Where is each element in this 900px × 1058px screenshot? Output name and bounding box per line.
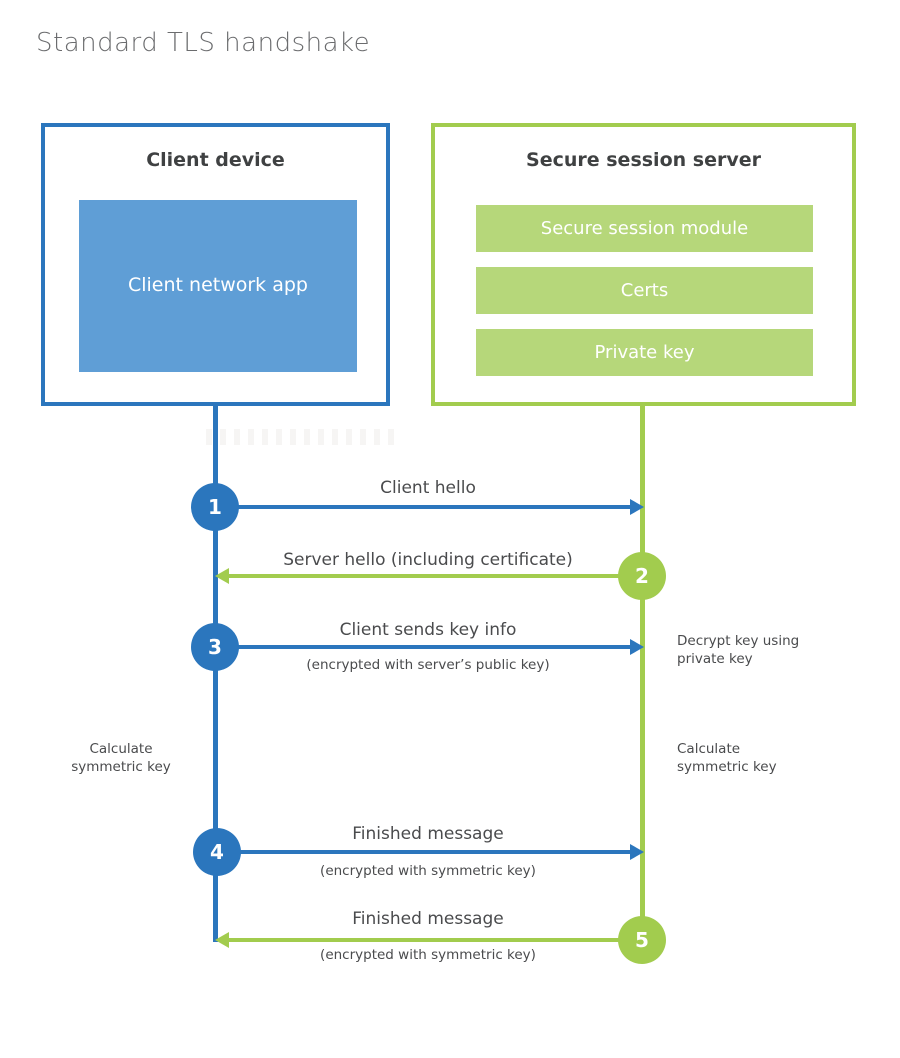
step-badge-2: 2 <box>618 552 666 600</box>
page-title: Standard TLS handshake <box>36 28 371 58</box>
msg3-arrow <box>215 645 632 649</box>
note-decrypt-key: Decrypt key using private key <box>677 632 799 668</box>
server-lifeline <box>640 405 645 940</box>
secure-session-server-title: Secure session server <box>526 149 761 171</box>
msg3-arrowhead-icon <box>630 639 644 655</box>
msg1-label: Client hello <box>380 478 476 498</box>
note-calc-symmetric-left: Calculate symmetric key <box>46 740 196 776</box>
msg5-label: Finished message <box>352 909 504 929</box>
msg5-arrow <box>227 938 642 942</box>
msg3-label: Client sends key info <box>339 620 517 640</box>
msg3-sublabel: (encrypted with server’s public key) <box>306 657 550 673</box>
step-4-number: 4 <box>210 840 224 864</box>
step-2-number: 2 <box>635 564 649 588</box>
msg4-arrowhead-icon <box>630 844 644 860</box>
client-network-app-label: Client network app <box>127 274 308 297</box>
server-module-secure-session: Secure session module <box>476 205 813 252</box>
step-badge-5: 5 <box>618 916 666 964</box>
note-calc-left-line2: symmetric key <box>71 759 171 776</box>
msg2-arrow <box>227 574 642 578</box>
msg5-sublabel: (encrypted with symmetric key) <box>320 947 536 963</box>
msg4-sublabel: (encrypted with symmetric key) <box>320 863 536 879</box>
note-decrypt-line2: private key <box>677 651 753 668</box>
note-calc-right-line1: Calculate <box>677 741 741 757</box>
step-badge-3: 3 <box>191 623 239 671</box>
msg4-label: Finished message <box>352 824 504 844</box>
client-device-title: Client device <box>146 149 285 171</box>
step-5-number: 5 <box>635 928 649 952</box>
server-module-private-key: Private key <box>476 329 813 376</box>
server-module-certs: Certs <box>476 267 813 314</box>
step-badge-1: 1 <box>191 483 239 531</box>
msg5-arrowhead-icon <box>215 932 229 948</box>
client-network-app-box: Client network app <box>79 200 357 372</box>
client-lifeline <box>213 405 218 942</box>
step-1-number: 1 <box>208 495 222 519</box>
note-calc-symmetric-right: Calculate symmetric key <box>677 740 777 776</box>
step-3-number: 3 <box>208 635 222 659</box>
msg2-label: Server hello (including certificate) <box>283 550 573 570</box>
faded-text-artifact <box>206 429 394 445</box>
note-decrypt-line1: Decrypt key using <box>677 633 800 649</box>
msg4-arrow <box>215 850 632 854</box>
msg1-arrowhead-icon <box>630 499 644 515</box>
client-device-box: Client device Client network app <box>41 123 390 406</box>
note-calc-left-line1: Calculate <box>89 741 153 757</box>
msg1-arrow <box>215 505 632 509</box>
msg2-arrowhead-icon <box>215 568 229 584</box>
note-calc-right-line2: symmetric key <box>677 759 777 776</box>
step-badge-4: 4 <box>193 828 241 876</box>
secure-session-server-box: Secure session server Secure session mod… <box>431 123 856 406</box>
